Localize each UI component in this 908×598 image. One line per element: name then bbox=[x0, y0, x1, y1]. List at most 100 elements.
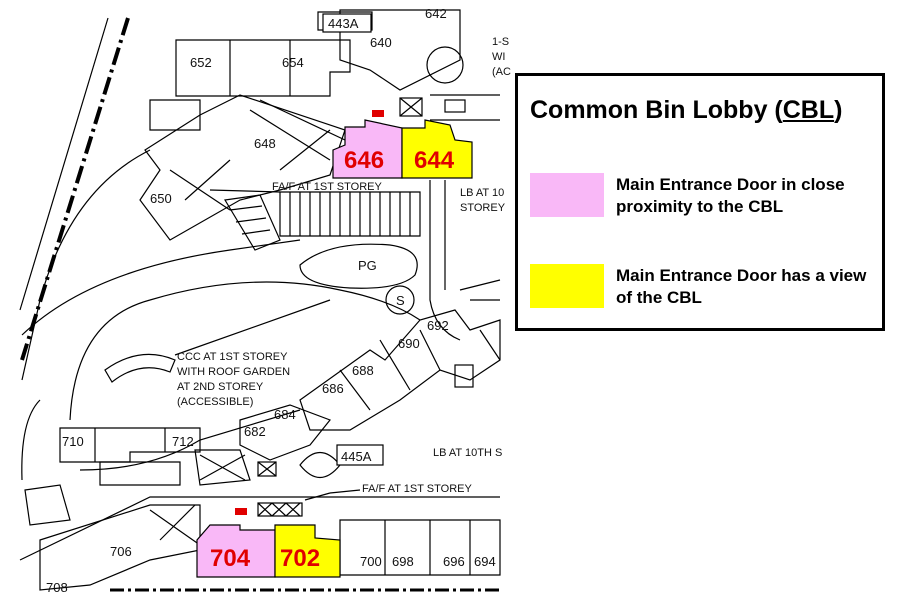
block-label: 698 bbox=[392, 554, 414, 569]
block-label: 445A bbox=[341, 449, 372, 464]
legend-box: Common Bin Lobby (CBL) Main Entrance Doo… bbox=[515, 73, 885, 331]
lift-cross bbox=[257, 502, 301, 517]
lb-label-bottom: LB AT 10TH S bbox=[433, 447, 502, 459]
corridor bbox=[430, 94, 500, 121]
round-feature bbox=[426, 46, 464, 84]
hatch bbox=[149, 504, 201, 546]
pg-label: PG bbox=[358, 258, 377, 273]
fa-label-bottom: FA/F AT 1ST STOREY bbox=[362, 483, 472, 495]
block-outline bbox=[339, 9, 461, 91]
edge-label-2: WI bbox=[492, 51, 505, 63]
block-outline bbox=[99, 461, 181, 486]
path-outline bbox=[79, 409, 301, 471]
block-outline bbox=[384, 520, 471, 575]
grid-box bbox=[444, 99, 466, 113]
block-outline bbox=[24, 484, 71, 526]
block-label: 696 bbox=[443, 554, 465, 569]
block-644-number: 644 bbox=[414, 147, 455, 174]
path-outline bbox=[69, 281, 421, 421]
grid-box bbox=[257, 502, 303, 517]
block-label: 684 bbox=[274, 407, 296, 422]
stair-box bbox=[454, 364, 474, 388]
block-label-box bbox=[322, 13, 372, 33]
hatch bbox=[199, 454, 246, 481]
legend-swatch-yellow bbox=[530, 264, 604, 308]
road-edge bbox=[19, 496, 500, 561]
path-outline bbox=[21, 239, 301, 336]
block-label: 640 bbox=[370, 35, 392, 50]
hatch bbox=[249, 99, 346, 171]
block-outline bbox=[139, 94, 346, 241]
block-label: 648 bbox=[254, 136, 276, 151]
hatch bbox=[169, 159, 231, 211]
legend-title-suffix: ) bbox=[834, 96, 843, 124]
block-label: 443A bbox=[328, 16, 359, 31]
ccc-diagonal bbox=[174, 299, 331, 356]
block-label: 690 bbox=[398, 336, 420, 351]
s-label: S bbox=[396, 293, 405, 308]
block-702-highlight bbox=[274, 524, 341, 578]
cbl-marker-top bbox=[372, 110, 384, 117]
block-label: 652 bbox=[190, 55, 212, 70]
block-label: 706 bbox=[110, 544, 132, 559]
lb-label-top-1: LB AT 10 bbox=[460, 187, 504, 199]
road-edge bbox=[19, 17, 109, 311]
lift-cross bbox=[257, 461, 277, 477]
leader-line bbox=[304, 489, 361, 501]
stairs bbox=[224, 191, 421, 251]
lb-label-top-2: STOREY bbox=[460, 202, 506, 214]
block-label: 654 bbox=[282, 55, 304, 70]
edge-label-1: 1-S bbox=[492, 36, 509, 48]
ccc-label-4: (ACCESSIBLE) bbox=[177, 396, 253, 408]
block-label: 682 bbox=[244, 424, 266, 439]
legend-title: Common Bin Lobby (CBL) bbox=[530, 96, 842, 125]
ccc-seating bbox=[104, 353, 176, 383]
block-704-number: 704 bbox=[210, 545, 251, 572]
block-label: 692 bbox=[427, 318, 449, 333]
block-outline bbox=[299, 309, 501, 431]
pg-outline bbox=[299, 243, 418, 289]
legend-swatch-pink bbox=[530, 173, 604, 217]
block-outline bbox=[94, 428, 166, 462]
lift-box bbox=[257, 461, 277, 477]
block-outline bbox=[39, 504, 201, 591]
s-outline bbox=[385, 285, 415, 315]
right-feature bbox=[459, 279, 501, 361]
block-label-box bbox=[336, 444, 384, 466]
block-outline bbox=[194, 449, 251, 486]
block-outline bbox=[149, 99, 201, 131]
block-outline bbox=[59, 427, 201, 463]
ccc-label-2: WITH ROOF GARDEN bbox=[177, 366, 290, 378]
block-outline bbox=[339, 329, 441, 411]
block-outline bbox=[229, 40, 291, 96]
corridor bbox=[429, 180, 461, 341]
road-edge bbox=[21, 149, 151, 381]
legend-item-has-view: Main Entrance Door has a view of the CBL bbox=[616, 266, 867, 307]
block-label: 700 bbox=[360, 554, 382, 569]
path-outline bbox=[21, 399, 41, 481]
legend-title-prefix: Common Bin Lobby ( bbox=[530, 96, 783, 124]
block-outline bbox=[317, 11, 373, 31]
block-label: 710 bbox=[62, 434, 84, 449]
block-label: 650 bbox=[150, 191, 172, 206]
block-label: 708 bbox=[46, 580, 68, 595]
block-646-number: 646 bbox=[344, 147, 384, 174]
block-label: 688 bbox=[352, 363, 374, 378]
legend-item-close-proximity: Main Entrance Door in close proximity to… bbox=[616, 175, 845, 216]
block-outline bbox=[175, 39, 351, 97]
round-feature bbox=[299, 451, 341, 479]
leader-line bbox=[209, 189, 281, 193]
block-label: 686 bbox=[322, 381, 344, 396]
ccc-label-1: CCC AT 1ST STOREY bbox=[177, 351, 288, 363]
fa-label-top: FA/F AT 1ST STOREY bbox=[272, 181, 382, 193]
legend-title-abbr: CBL bbox=[782, 96, 835, 124]
block-644-highlight bbox=[401, 119, 473, 179]
block-label: 712 bbox=[172, 434, 194, 449]
ccc-label-3: AT 2ND STOREY bbox=[177, 381, 264, 393]
cbl-marker-bottom bbox=[235, 508, 247, 515]
block-outline bbox=[239, 404, 331, 461]
block-702-number: 702 bbox=[280, 545, 320, 572]
edge-label-3: (AC bbox=[492, 66, 511, 78]
road-dashed-edge bbox=[20, 17, 130, 361]
